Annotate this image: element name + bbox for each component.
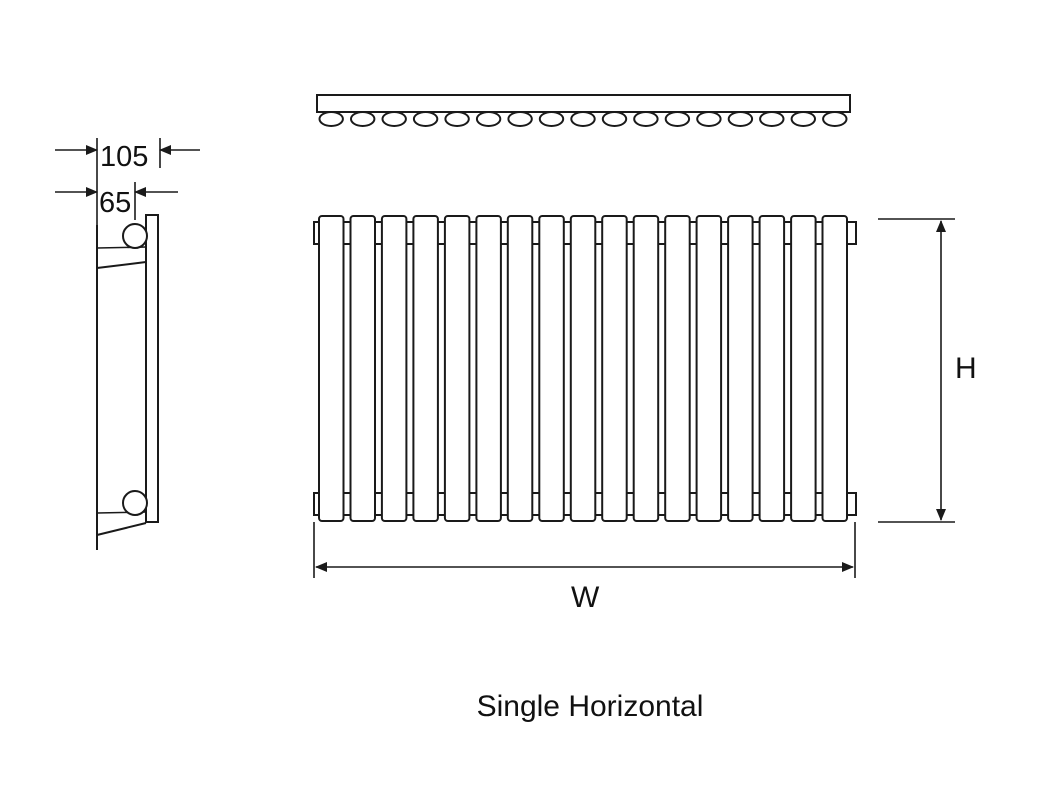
- top-bracket: [96, 261, 147, 269]
- radiator-column: [601, 215, 628, 522]
- top-view-column: [696, 111, 722, 127]
- top-pipe-circle: [122, 223, 148, 249]
- radiator-column: [758, 215, 786, 522]
- panel-side-profile: [145, 214, 159, 523]
- dim-65-label: 65: [99, 187, 131, 219]
- radiator-column: [790, 215, 817, 522]
- top-view-column: [318, 111, 344, 127]
- top-view-column: [350, 111, 376, 127]
- top-view-column: [790, 111, 816, 127]
- radiator-column: [664, 215, 691, 522]
- top-view-column: [822, 111, 848, 127]
- bottom-bracket: [96, 522, 147, 536]
- radiator-column: [443, 215, 471, 522]
- top-view-column: [759, 111, 785, 127]
- radiator-column: [506, 215, 534, 522]
- radiator-column: [821, 215, 848, 522]
- height-label: H: [955, 352, 977, 385]
- top-view-column: [570, 111, 596, 127]
- front-view-columns: [318, 215, 848, 522]
- top-view-column: [633, 111, 659, 127]
- top-view-column: [601, 111, 628, 127]
- bottom-pipe-circle: [122, 490, 148, 516]
- radiator-column: [632, 215, 660, 522]
- top-view-bar: [316, 94, 851, 113]
- side-view: 105 65: [55, 138, 200, 550]
- radiator-column: [349, 215, 376, 522]
- radiator-column: [412, 215, 439, 522]
- top-view-column: [475, 111, 502, 127]
- width-label: W: [571, 581, 600, 614]
- top-view-column: [444, 111, 470, 127]
- top-view-column: [381, 111, 407, 127]
- radiator-column: [380, 215, 408, 522]
- top-view: [316, 94, 851, 127]
- top-view-column: [538, 111, 565, 127]
- radiator-column: [538, 215, 565, 522]
- diagram-caption: Single Horizontal: [476, 690, 704, 723]
- radiator-column: [695, 215, 723, 522]
- front-view: H W: [313, 215, 977, 614]
- radiator-column: [475, 215, 502, 522]
- top-view-column: [507, 111, 533, 127]
- top-view-column: [664, 111, 691, 127]
- radiator-column: [569, 215, 597, 522]
- dim-105-label: 105: [100, 141, 148, 173]
- top-view-column: [727, 111, 754, 127]
- top-view-column: [412, 111, 439, 127]
- radiator-column: [318, 215, 345, 522]
- radiator-column: [727, 215, 754, 522]
- top-view-columns: [318, 111, 848, 127]
